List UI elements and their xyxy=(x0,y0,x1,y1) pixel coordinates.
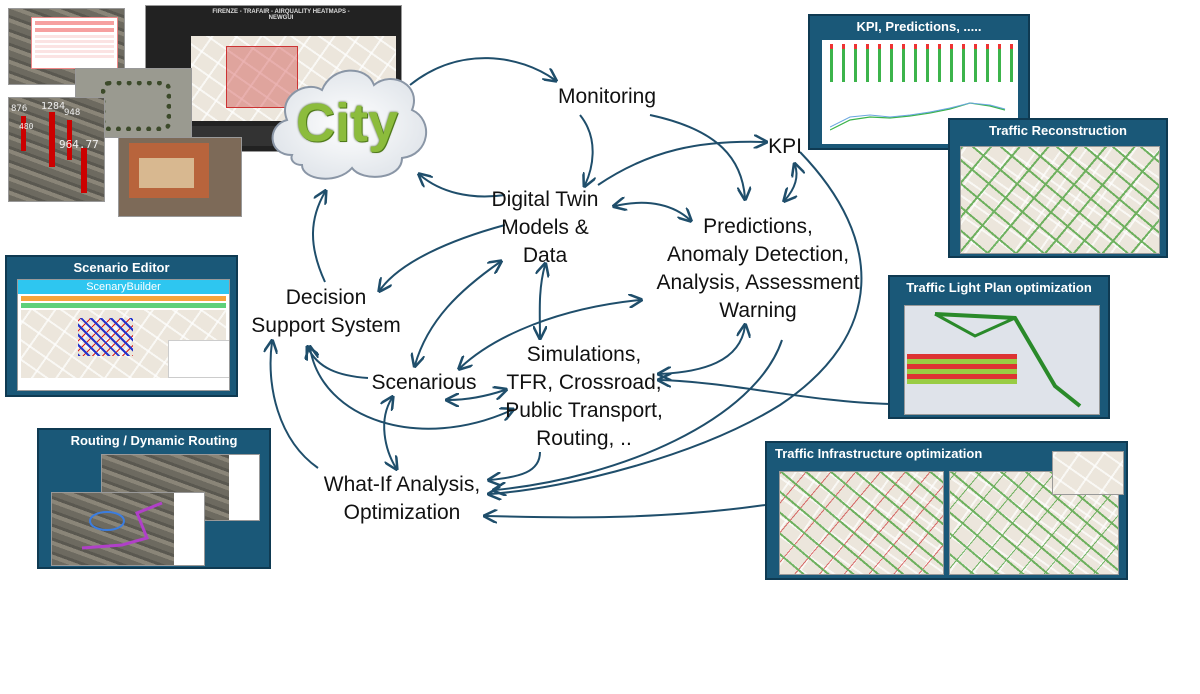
arrow-digitaltwin-city xyxy=(420,175,506,198)
panel-traffic-light-plan: Traffic Light Plan optimization xyxy=(888,275,1110,419)
city-label: City xyxy=(295,93,398,153)
arrow-digitaltwin-kpi xyxy=(597,142,765,186)
panel-title: Traffic Reconstruction xyxy=(989,123,1127,138)
arrow-decision-city xyxy=(312,192,325,283)
node-text: Data xyxy=(522,244,568,267)
arrow-monitoring-predictions xyxy=(649,114,745,198)
node-text: Analysis, Assessment xyxy=(656,271,860,294)
node-whatif: What-If Analysis, Optimization xyxy=(324,471,480,527)
infra-map-before xyxy=(779,471,944,575)
arrow-digitaltwin-decision xyxy=(380,224,506,290)
panel-title: Routing / Dynamic Routing xyxy=(70,433,238,448)
node-kpi: KPI xyxy=(768,135,802,158)
panel-kpi-predictions: KPI, Predictions, ..... xyxy=(808,14,1030,150)
panel-title: Scenario Editor xyxy=(73,260,170,275)
bar-value-label: 1284 xyxy=(41,101,66,112)
routing-screenshot-front xyxy=(51,492,205,566)
scenario-app-title: ScenaryBuilder xyxy=(18,280,229,294)
panel-traffic-reconstruction: Traffic Reconstruction xyxy=(948,118,1168,258)
scenario-builder-screenshot: ScenaryBuilder xyxy=(17,279,230,391)
panel-title: KPI, Predictions, ..... xyxy=(856,19,982,34)
node-text: Support System xyxy=(251,314,401,337)
cloud-icon xyxy=(271,69,428,180)
infra-map-inset xyxy=(1052,451,1124,495)
arrow-monitoring-digitaltwin xyxy=(579,114,593,185)
arrow-scenarious-whatif xyxy=(384,398,396,468)
node-text: Optimization xyxy=(343,501,461,524)
arrow-decision-simulations xyxy=(310,348,512,430)
node-text: Decision xyxy=(285,286,367,309)
panel-traffic-infrastructure: Traffic Infrastructure optimization xyxy=(765,441,1128,580)
traffic-light-screenshot xyxy=(904,305,1100,415)
arrow-kpi-whatif xyxy=(490,151,863,494)
node-text: Digital Twin xyxy=(491,188,599,211)
3d-church-screenshot xyxy=(118,137,242,217)
arrow-predictions-whatif xyxy=(495,339,783,490)
node-monitoring: Monitoring xyxy=(557,85,657,108)
node-text: Warning xyxy=(719,299,797,322)
traffic-map-screenshot xyxy=(960,146,1160,254)
node-digital-twin: Digital Twin Models & Data xyxy=(492,186,599,270)
arrow-predictions-simulations xyxy=(660,326,745,374)
kpi-charts-screenshot xyxy=(822,40,1018,144)
node-text: Models & xyxy=(501,216,589,239)
panel-scenario-editor: Scenario Editor ScenaryBuilder xyxy=(5,255,238,397)
node-text: Public Transport, xyxy=(505,399,663,422)
panel-title: Traffic Infrastructure optimization xyxy=(775,446,983,461)
bar-value-label: 480 xyxy=(19,122,34,131)
arrow-scenarious-decision xyxy=(308,348,369,379)
arrow-simulations-trafficlight xyxy=(660,380,891,405)
arrow-whatif-decision xyxy=(271,342,319,469)
arrow-simulations-whatif xyxy=(490,451,541,480)
arrow-digitaltwin-scenarious xyxy=(415,262,500,365)
arrow-digitaltwin-predictions xyxy=(615,203,690,220)
kpi-line-chart xyxy=(830,102,1006,131)
node-predictions: Predictions, Anomaly Detection, Analysis… xyxy=(656,213,859,325)
panel-title: Traffic Light Plan optimization xyxy=(906,280,1092,295)
3d-city-screenshot-top xyxy=(8,8,125,85)
node-scenarious: Scenarious xyxy=(371,371,477,394)
node-text: TFR, Crossroad, xyxy=(506,371,662,394)
arrow-kpi-predictions xyxy=(785,165,797,200)
arrow-digitaltwin-simulations xyxy=(540,265,545,337)
3d-bar-chart-screenshot: 876 1284 948 480 964.77 xyxy=(8,97,105,202)
dashboard-title: FIRENZE - TRAFAIR - AIRQUALITY HEATMAPS … xyxy=(212,9,350,21)
city-cloud: City xyxy=(262,60,432,185)
node-text: Simulations, xyxy=(526,343,642,366)
bar-value-label: 964.77 xyxy=(59,138,99,151)
node-text: Routing, .. xyxy=(536,427,632,450)
node-text: What-If Analysis, xyxy=(323,473,481,496)
arrow-city-monitoring xyxy=(409,57,555,86)
data-table-popup xyxy=(31,17,118,69)
node-simulations: Simulations, TFR, Crossroad, Public Tran… xyxy=(505,341,663,453)
bar-value-label: 948 xyxy=(64,108,81,118)
node-text: Predictions, xyxy=(703,215,813,238)
node-decision-support: Decision Support System xyxy=(251,284,400,340)
bar-value-label: 876 xyxy=(11,104,28,114)
node-text: Anomaly Detection, xyxy=(666,243,850,266)
arrow-infra-whatif xyxy=(486,504,766,517)
panel-routing: Routing / Dynamic Routing xyxy=(37,428,271,569)
